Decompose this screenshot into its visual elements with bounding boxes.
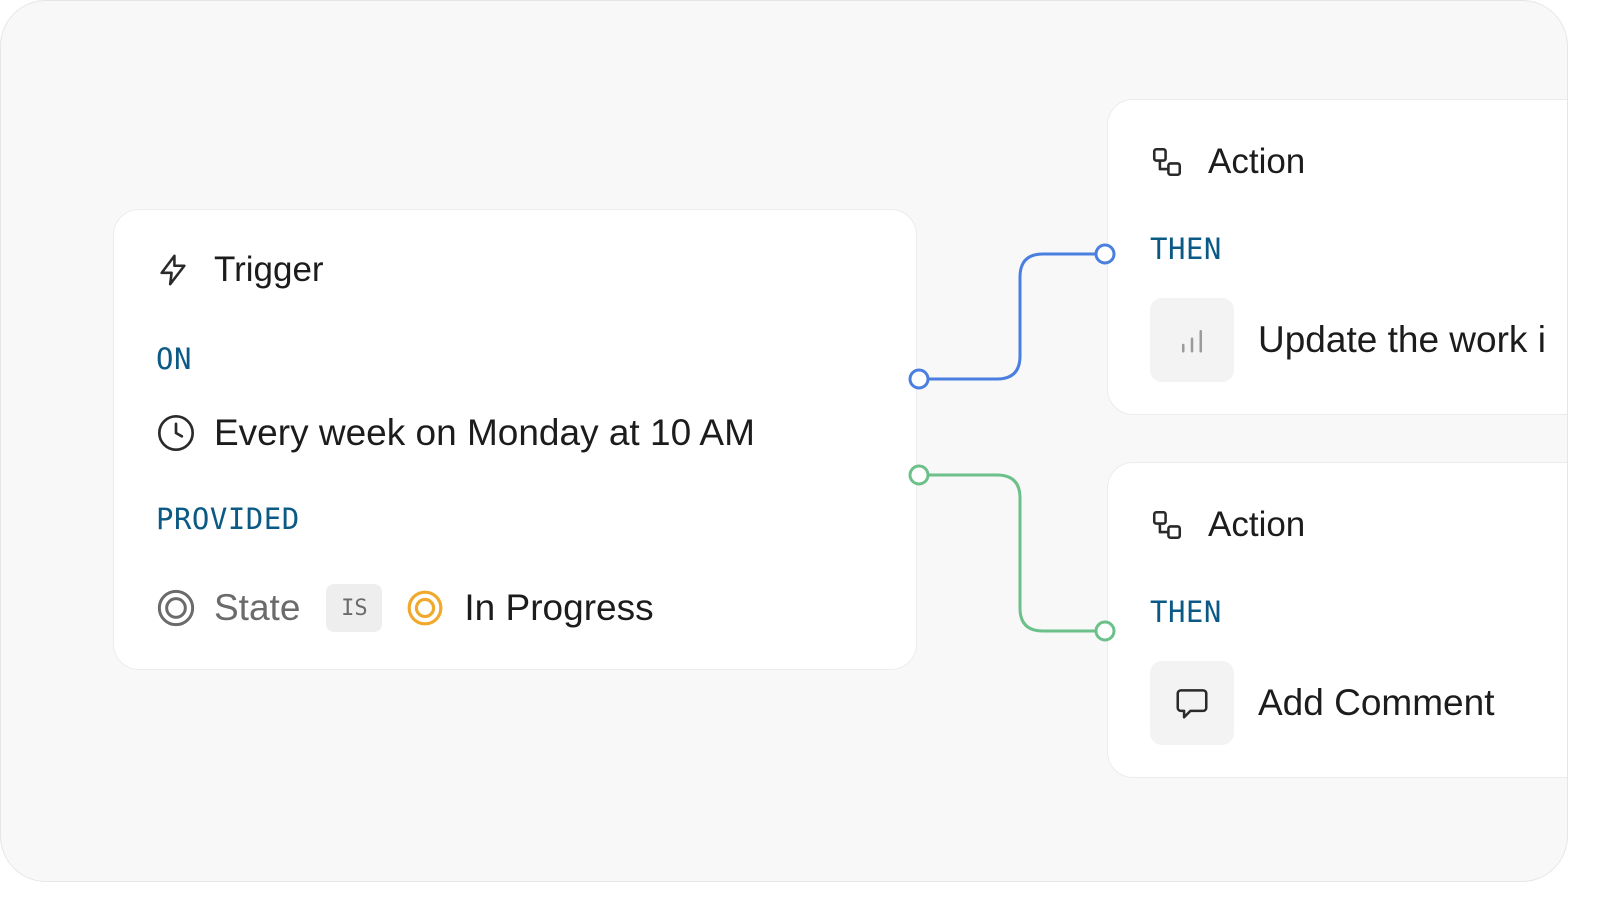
- connector-green: [919, 473, 1105, 633]
- action-title-2: Action: [1208, 505, 1306, 544]
- trigger-header: Trigger: [156, 250, 324, 290]
- connector-handle-action-in-green: [1094, 620, 1116, 642]
- clock-icon: [156, 413, 196, 453]
- connector-handle-action-in-blue: [1094, 243, 1116, 265]
- lightning-icon: [156, 252, 190, 288]
- condition-operator-badge: IS: [326, 584, 383, 632]
- schedule-text: Every week on Monday at 10 AM: [214, 412, 755, 453]
- action-title-1: Action: [1208, 142, 1306, 181]
- in-progress-icon: [406, 589, 444, 627]
- workflow-icon: [1150, 508, 1184, 542]
- action-card-1[interactable]: Action THEN Update the work i: [1107, 99, 1567, 415]
- action-row-1[interactable]: Update the work i: [1150, 298, 1546, 382]
- action-label-2: Add Comment: [1258, 682, 1495, 723]
- then-keyword-2: THEN: [1150, 595, 1222, 629]
- state-ring-icon: [156, 588, 196, 628]
- trigger-title: Trigger: [214, 250, 324, 289]
- trigger-card[interactable]: Trigger ON Every week on Monday at 10 AM…: [113, 209, 917, 670]
- action-card-2[interactable]: Action THEN Add Comment: [1107, 462, 1567, 778]
- action-header-1: Action: [1150, 142, 1305, 182]
- automation-canvas: Trigger ON Every week on Monday at 10 AM…: [0, 0, 1568, 882]
- connector-handle-trigger-out-green: [908, 464, 930, 486]
- bar-chart-icon: [1150, 298, 1234, 382]
- action-label-1: Update the work i: [1258, 319, 1546, 360]
- provided-keyword: PROVIDED: [156, 502, 300, 536]
- connector-blue: [919, 252, 1105, 381]
- then-keyword-1: THEN: [1150, 232, 1222, 266]
- action-header-2: Action: [1150, 505, 1305, 545]
- condition-field: State: [214, 587, 301, 628]
- comment-icon: [1150, 661, 1234, 745]
- condition-row[interactable]: State IS In Progress: [156, 584, 654, 632]
- on-keyword: ON: [156, 342, 192, 376]
- condition-value: In Progress: [464, 587, 654, 628]
- connector-lines: [919, 252, 1105, 633]
- action-row-2[interactable]: Add Comment: [1150, 661, 1495, 745]
- connector-handles: [908, 243, 1116, 642]
- workflow-icon: [1150, 145, 1184, 179]
- connector-handle-trigger-out-blue: [908, 368, 930, 390]
- schedule-row[interactable]: Every week on Monday at 10 AM: [156, 412, 755, 454]
